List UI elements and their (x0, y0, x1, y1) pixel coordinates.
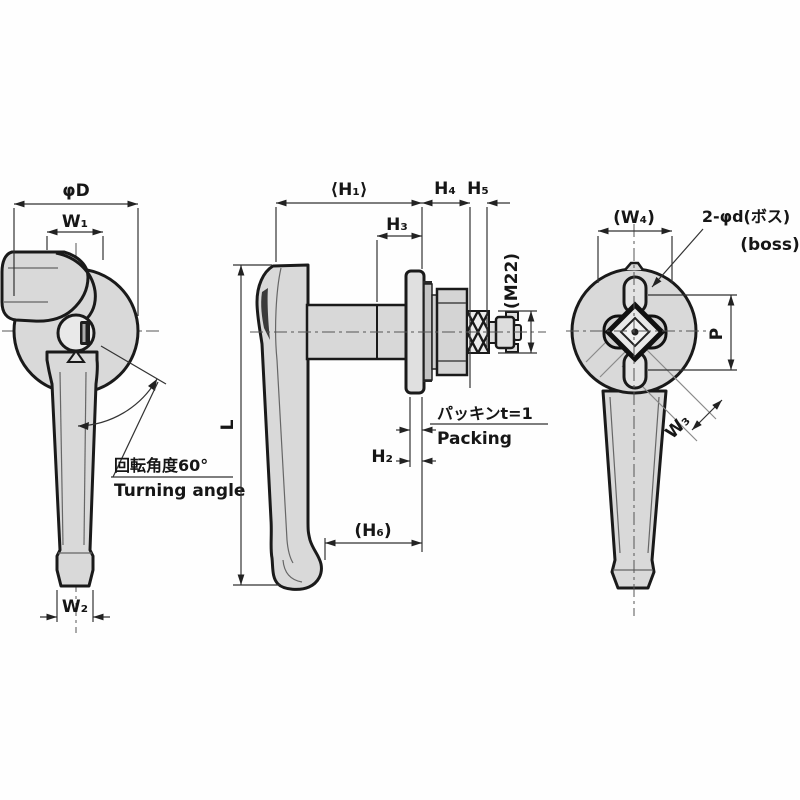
hook-inner-line (282, 559, 303, 583)
dim-w1 (46, 228, 104, 260)
dim-m22 (498, 310, 537, 354)
dim-p (648, 294, 737, 371)
label-w3: W₃ (662, 411, 695, 444)
arc-arrow-right (148, 379, 157, 391)
label-turning-angle-en: Turning angle (114, 481, 245, 501)
angle-reference-line (100, 345, 167, 385)
arc-arrow-left (78, 422, 89, 430)
label-h5: H₅ (467, 179, 489, 199)
label-p: P (707, 328, 727, 340)
key-slot-highlight (82, 324, 86, 342)
grip-neck-curve (55, 251, 97, 326)
label-h2: H₂ (371, 447, 393, 467)
dim-w2 (40, 590, 110, 622)
dim-h2-packing (396, 397, 548, 552)
index-triangle (66, 349, 86, 363)
label-boss-jp: 2-φd(ボス) (702, 207, 790, 226)
grip-side-shadow (261, 288, 270, 340)
dim-phi-d (13, 200, 139, 316)
dim-w3 (691, 399, 723, 431)
label-m22: (M22) (502, 253, 522, 309)
label-boss-en: (boss) (740, 235, 800, 255)
grip-edge-line-right (83, 371, 87, 546)
dim-h3 (376, 232, 422, 302)
rear-view: (W₄) 2-φd(ボス) (boss) P W₃ (566, 207, 800, 616)
label-h4: H₄ (434, 179, 456, 199)
grip-edge-line-left (59, 371, 64, 546)
label-packing-en: Packing (437, 429, 512, 449)
handle-grip-front (45, 350, 99, 588)
front-view: φD W₁ W₂ 回転角度60° Turning angle (0, 181, 245, 633)
label-phi-d: φD (62, 181, 89, 201)
nut-facet-lines (438, 302, 466, 362)
label-w1: W₁ (62, 212, 88, 232)
turning-angle-leader (112, 381, 159, 478)
dim-h6 (324, 538, 422, 560)
grip-side-inner-edge (274, 267, 294, 564)
label-l: L (218, 419, 238, 430)
label-h6: (H₆) (354, 521, 391, 541)
label-w2: W₂ (62, 597, 88, 617)
dim-h1-h4-h5 (275, 199, 510, 388)
label-h3: H₃ (386, 215, 408, 235)
spindle-center-dot (631, 328, 639, 336)
rear-grip-edges (609, 396, 660, 571)
side-view: ⟨H₁⟩ H₃ H₄ H₅ (M22) L H₂ パッキンt=1 Packing… (218, 179, 548, 591)
label-h1: ⟨H₁⟩ (330, 180, 367, 200)
dim-l (233, 264, 280, 586)
dim-w4 (597, 227, 673, 283)
boss-leader (651, 228, 704, 288)
label-w4: (W₄) (613, 208, 655, 228)
handle-grip-side (255, 263, 323, 591)
label-turning-angle-jp: 回転角度60° (114, 456, 208, 475)
label-packing-jp: パッキンt=1 (437, 404, 533, 423)
